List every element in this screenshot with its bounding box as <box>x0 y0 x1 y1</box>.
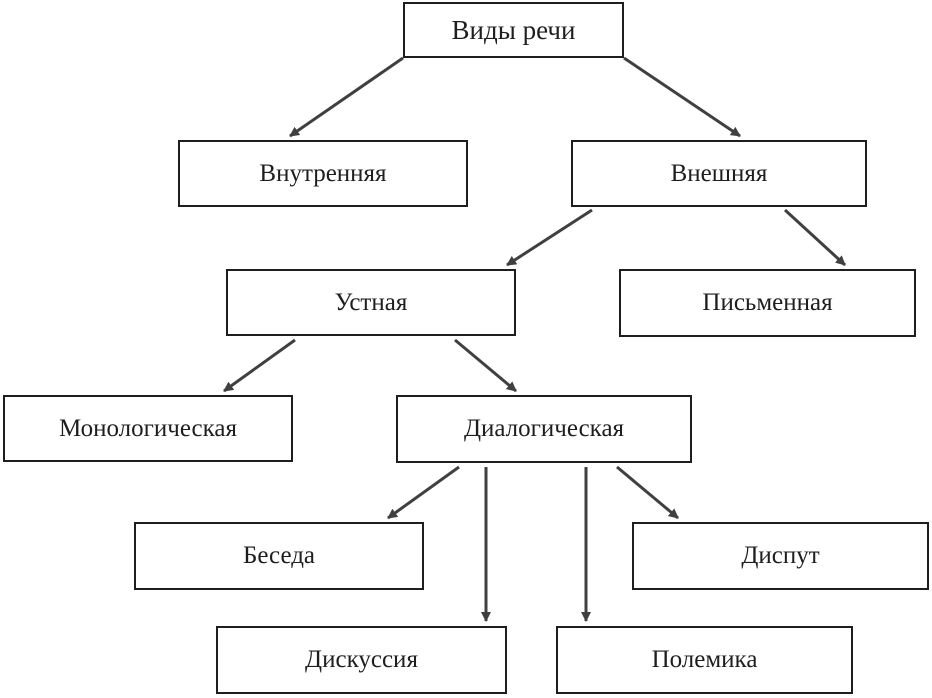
node-discussion: Дискуссия <box>216 626 507 694</box>
arrow-dialogic-to-dispute <box>616 465 679 520</box>
node-written: Письменная <box>619 269 916 337</box>
arrow-root-to-outer <box>623 56 741 138</box>
node-monologic: Монологическая <box>3 395 293 462</box>
arrow-dialogic-to-conversation <box>387 465 460 520</box>
node-dispute: Диспут <box>632 522 929 590</box>
arrow-root-to-inner <box>289 56 404 138</box>
node-conversation: Беседа <box>134 522 424 590</box>
node-dialogic: Диалогическая <box>396 395 692 463</box>
arrow-outer-to-written <box>783 208 847 267</box>
node-inner: Внутренняя <box>178 140 468 207</box>
node-polemic: Полемика <box>556 626 853 694</box>
edges-group <box>223 56 847 622</box>
node-root: Виды речи <box>403 2 624 58</box>
node-oral: Устная <box>226 269 516 336</box>
arrow-outer-to-oral <box>506 208 593 267</box>
arrow-oral-to-dialogic <box>454 338 517 393</box>
arrow-oral-to-monologic <box>223 338 296 393</box>
node-outer: Внешняя <box>571 140 867 207</box>
